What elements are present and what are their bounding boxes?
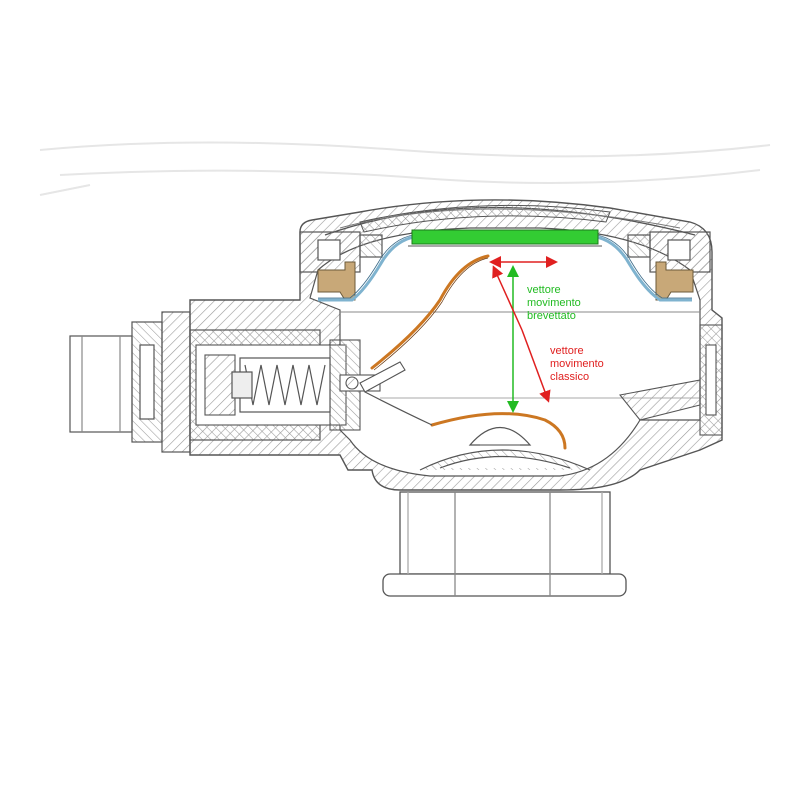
lever-arm <box>364 391 433 426</box>
valve-spring <box>231 357 331 413</box>
classic-label-line-3: classico <box>550 371 590 383</box>
classic-vector-arrow-diagonal-up <box>492 265 523 331</box>
patented-vector-label: vettore movimento brevettato <box>527 284 581 323</box>
classic-label-line-1: vettore <box>550 345 584 357</box>
bottom-cup <box>382 491 627 597</box>
diaphragm-plate <box>411 229 599 245</box>
lever-outline <box>373 257 489 371</box>
background-sketch <box>39 141 771 196</box>
patented-label-line-3: brevettato <box>527 310 576 322</box>
lower-bowl <box>419 426 591 471</box>
classic-vector-arrow-diagonal-down <box>521 329 551 403</box>
valve-stem <box>339 361 406 393</box>
patented-label-line-2: movimento <box>527 297 581 309</box>
classic-label-line-2: movimento <box>550 358 604 370</box>
exhaust-port <box>618 324 723 436</box>
diaphragm-seals <box>317 261 694 301</box>
classic-vector-label: vettore movimento classico <box>550 345 604 384</box>
left-clamp <box>299 231 383 273</box>
demand-lever <box>370 254 567 450</box>
patented-label-line-1: vettore <box>527 284 561 296</box>
